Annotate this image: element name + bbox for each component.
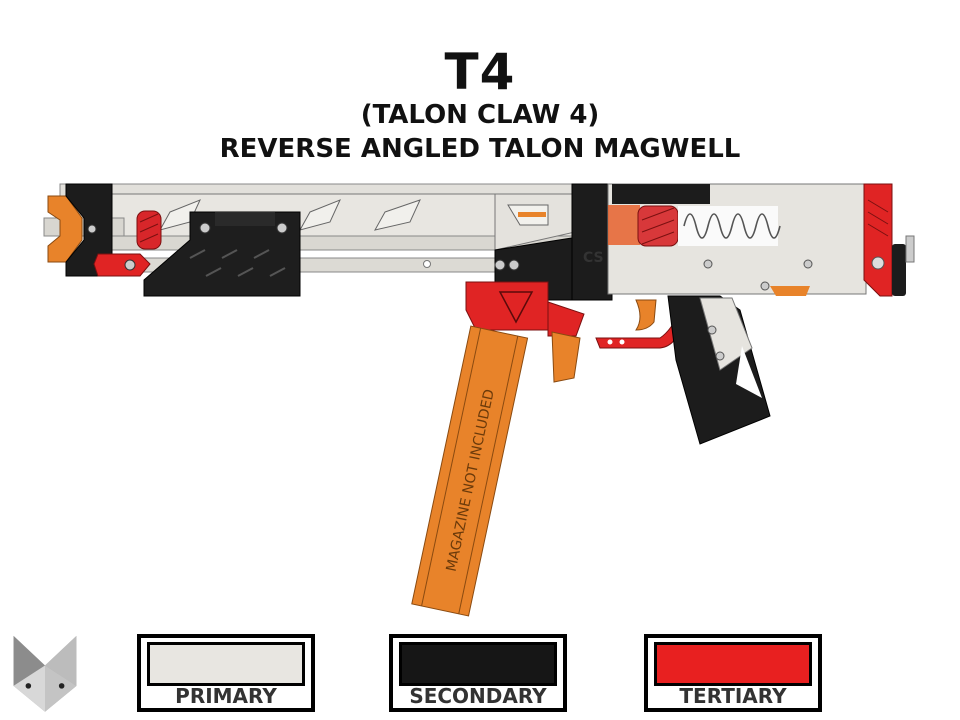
swatch-tertiary: TERTIARY xyxy=(644,634,822,712)
blaster-illustration: CS MAGAZINE NOT INCLUDED xyxy=(43,183,915,617)
end-cap xyxy=(863,183,915,297)
swatch-label: PRIMARY xyxy=(175,684,277,708)
front-latch xyxy=(93,253,151,277)
mag-release xyxy=(551,331,581,383)
fox-logo-icon xyxy=(13,635,77,712)
magwell xyxy=(465,281,585,337)
rear-accent xyxy=(770,286,810,296)
swatch-color-tertiary xyxy=(654,642,812,686)
swatch-primary: PRIMARY xyxy=(137,634,315,712)
rear-body xyxy=(607,183,867,295)
swatch-color-primary xyxy=(147,642,305,686)
front-gear xyxy=(136,210,162,250)
swatch-label: TERTIARY xyxy=(679,684,787,708)
trigger xyxy=(635,299,657,331)
receiver-mark: CS xyxy=(583,250,604,266)
swatch-secondary: SECONDARY xyxy=(389,634,567,712)
foregrip xyxy=(143,211,301,297)
swatch-label: SECONDARY xyxy=(409,684,547,708)
page-subtitle: (TALON CLAW 4) xyxy=(360,100,600,130)
muzzle xyxy=(47,195,83,263)
swatch-color-secondary xyxy=(399,642,557,686)
pistol-grip xyxy=(667,295,771,445)
magazine: MAGAZINE NOT INCLUDED xyxy=(411,325,529,617)
page-subtitle-2: REVERSE ANGLED TALON MAGWELL xyxy=(219,134,741,164)
page-title: T4 xyxy=(444,43,516,101)
